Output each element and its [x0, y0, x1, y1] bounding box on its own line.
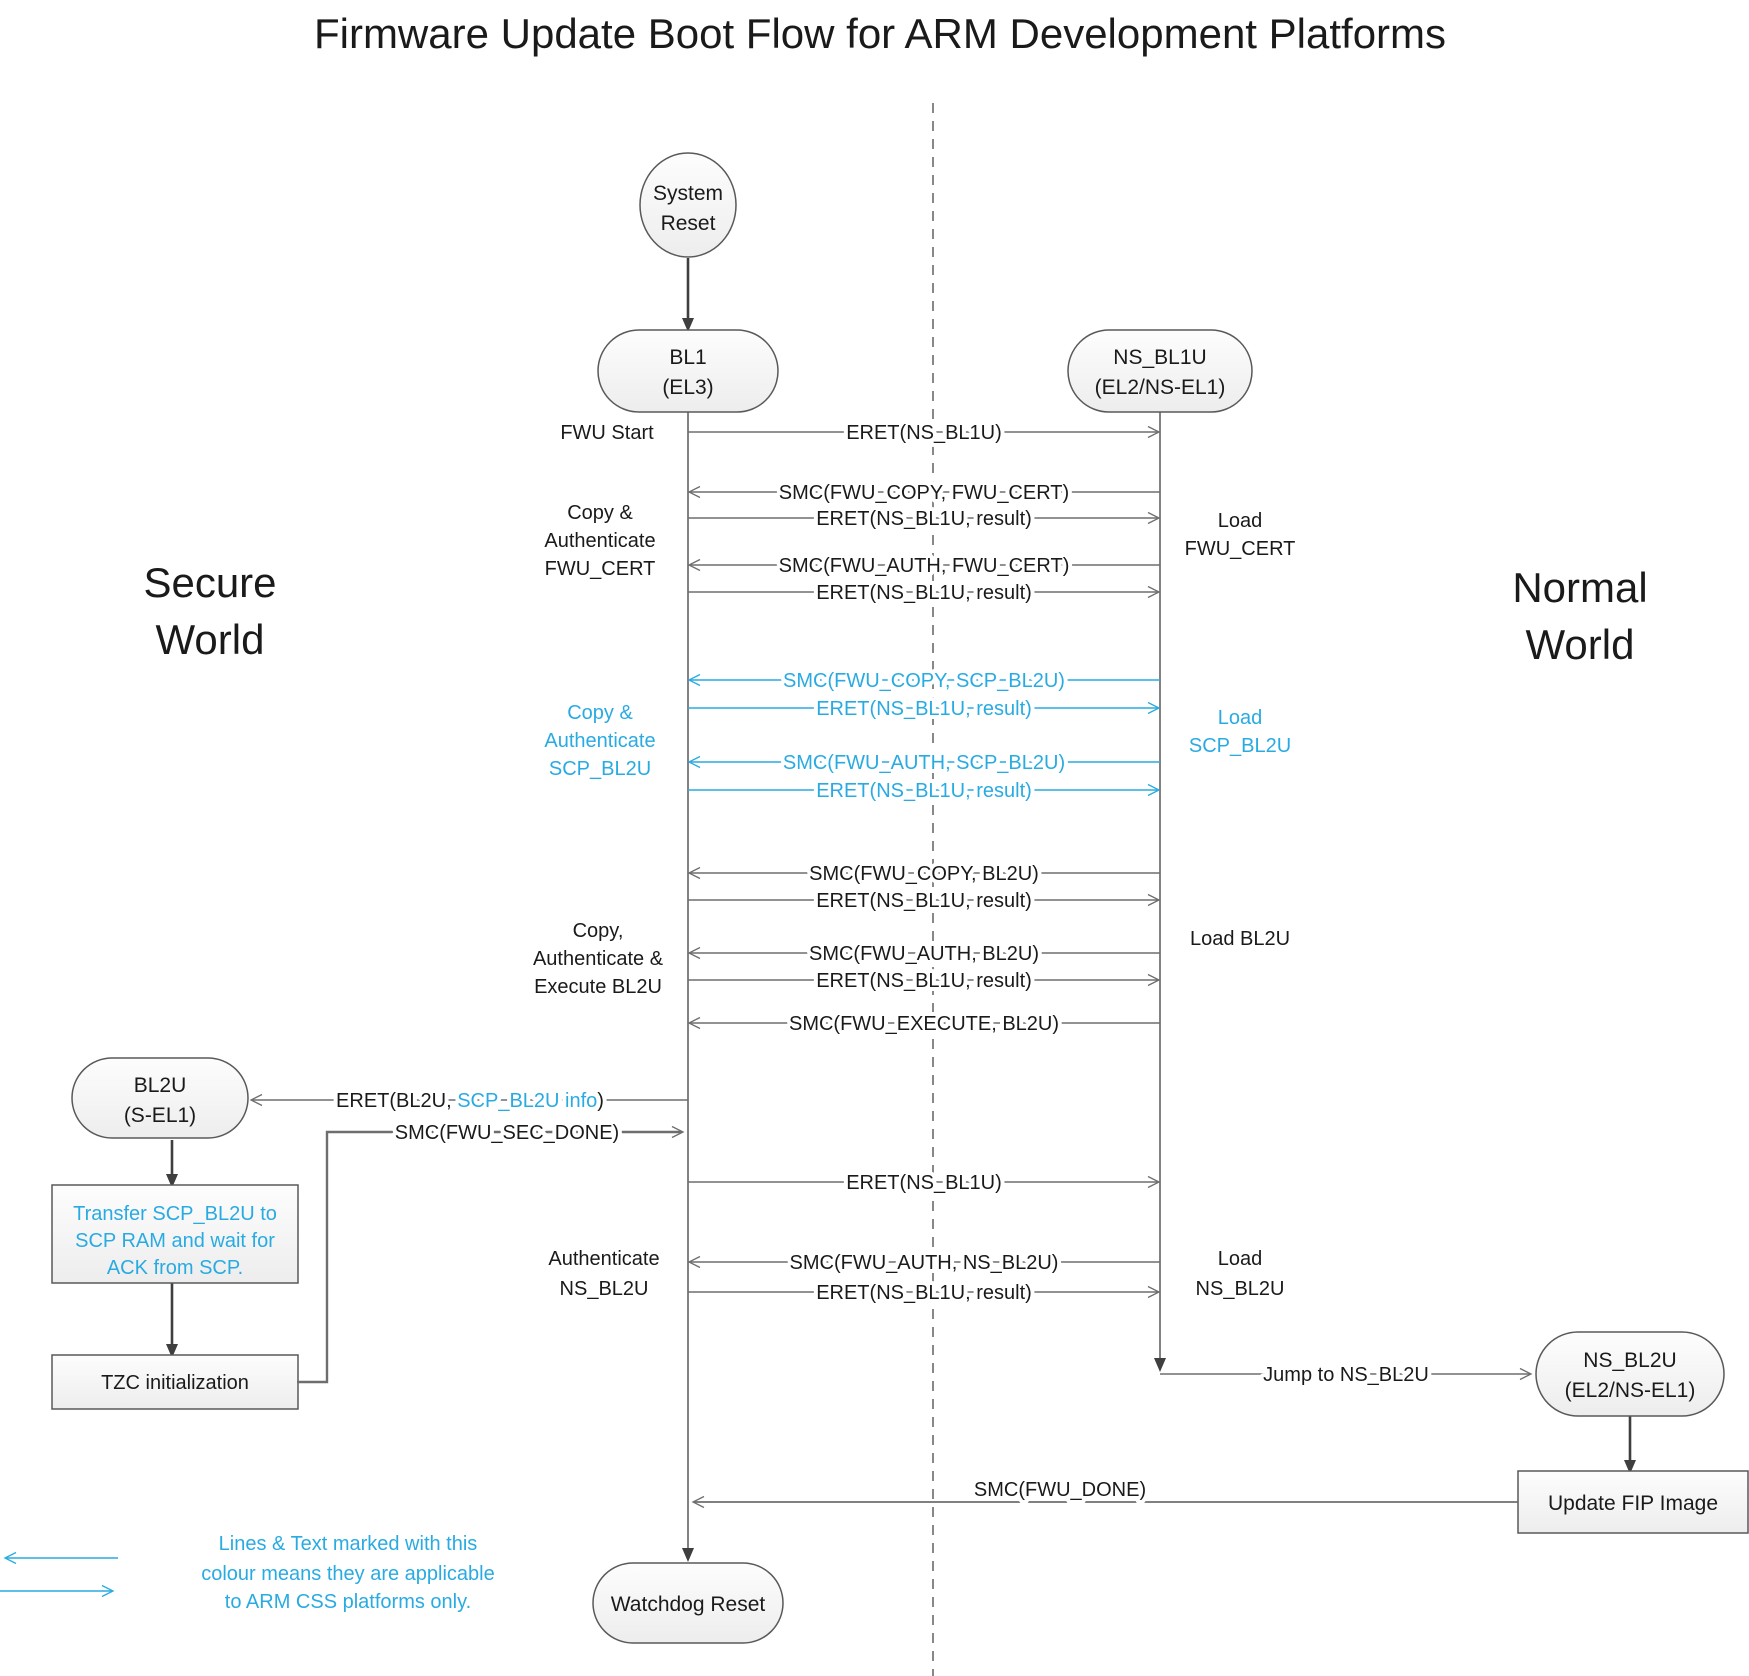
- smc-fwu-done-arrow-label: SMC(FWU_DONE): [974, 1479, 1146, 1501]
- node-bl2u: [71, 1057, 249, 1139]
- message-label: SMC(FWU_COPY, FWU_CERT): [779, 482, 1069, 504]
- node-bl1-label: (EL3): [662, 376, 713, 399]
- message-label: ERET(NS_BL1U, result): [816, 890, 1032, 912]
- message-label: ERET(NS_BL1U): [846, 1172, 1002, 1194]
- svg-text:Secure: Secure: [143, 559, 276, 606]
- load-ns-bl2u-label: NS_BL2U: [1196, 1278, 1285, 1300]
- message-label: SMC(FWU_COPY, BL2U): [809, 863, 1039, 885]
- node-bl2u-label: (S-EL1): [124, 1104, 196, 1127]
- node-transfer-scp-bl2u-label: ACK from SCP.: [107, 1257, 243, 1279]
- eret-bl2u-arrow-label: ERET(BL2U, SCP_BL2U info): [336, 1090, 604, 1112]
- copy-auth-fwu-cert-label: Copy &: [567, 502, 633, 524]
- message-label: ERET(NS_BL1U, result): [816, 970, 1032, 992]
- node-ns-bl1u: [1067, 329, 1253, 413]
- node-system-reset: [639, 152, 737, 258]
- load-fwu-cert-label: FWU_CERT: [1185, 538, 1296, 560]
- node-transfer-scp-bl2u: [51, 1184, 299, 1284]
- node-transfer-scp-bl2u-label: Transfer SCP_BL2U to: [73, 1203, 277, 1225]
- message-label: SMC(FWU_AUTH, NS_BL2U): [790, 1252, 1059, 1274]
- node-update-fip-image-label: Update FIP Image: [1548, 1492, 1718, 1515]
- copy-auth-exec-bl2u-label: Authenticate &: [533, 948, 664, 970]
- message-label: SMC(FWU_AUTH, FWU_CERT): [779, 555, 1070, 577]
- svg-text:Normal: Normal: [1512, 564, 1647, 611]
- message-label: ERET(NS_BL1U, result): [816, 780, 1032, 802]
- message-label: ERET(NS_BL1U, result): [816, 1282, 1032, 1304]
- smc-fwu-sec-done-arrow: [297, 1125, 685, 1384]
- legend: Lines & Text marked with this colour mea…: [201, 1533, 495, 1613]
- authenticate-ns-bl2u-label: NS_BL2U: [560, 1278, 649, 1300]
- svg-text:World: World: [156, 616, 265, 663]
- page-title: Firmware Update Boot Flow for ARM Develo…: [314, 10, 1446, 57]
- message-label: SMC(FWU_EXECUTE, BL2U): [789, 1013, 1059, 1035]
- message-label: SMC(FWU_COPY, SCP_BL2U): [783, 670, 1065, 692]
- message-label: ERET(NS_BL1U, result): [816, 698, 1032, 720]
- legend-line: colour means they are applicable: [201, 1563, 495, 1585]
- node-system-reset-label: Reset: [661, 212, 716, 235]
- copy-auth-fwu-cert-label: FWU_CERT: [545, 558, 656, 580]
- node-ns-bl1u-label: (EL2/NS-EL1): [1095, 376, 1226, 399]
- node-system-reset-label: System: [653, 182, 723, 205]
- copy-auth-exec-bl2u-label: Copy,: [573, 920, 624, 942]
- node-watchdog-reset-label: Watchdog Reset: [611, 1593, 766, 1616]
- smc-fwu-sec-done-arrow-label: SMC(FWU_SEC_DONE): [395, 1122, 619, 1144]
- node-watchdog-reset: [592, 1562, 784, 1644]
- legend-line: to ARM CSS platforms only.: [225, 1591, 471, 1613]
- load-scp-bl2u-label: Load: [1218, 707, 1263, 729]
- copy-auth-scp-bl2u-label: SCP_BL2U: [549, 758, 651, 780]
- load-fwu-cert-label: Load: [1218, 510, 1263, 532]
- authenticate-ns-bl2u-label: Authenticate: [548, 1248, 659, 1270]
- node-bl2u-label: BL2U: [134, 1074, 187, 1097]
- node-ns-bl2u: [1535, 1331, 1725, 1417]
- node-update-fip-image: [1517, 1470, 1749, 1534]
- copy-auth-fwu-cert-label: Authenticate: [544, 530, 655, 552]
- svg-text:World: World: [1526, 621, 1635, 668]
- load-scp-bl2u-label: SCP_BL2U: [1189, 735, 1291, 757]
- jump-to-ns-bl2u-arrow-label: Jump to NS_BL2U: [1263, 1364, 1429, 1386]
- load-ns-bl2u-label: Load: [1218, 1248, 1263, 1270]
- node-transfer-scp-bl2u-label: SCP RAM and wait for: [75, 1230, 275, 1252]
- load-bl2u-label: Load BL2U: [1190, 928, 1290, 950]
- message-label: SMC(FWU_AUTH, BL2U): [809, 943, 1039, 965]
- legend-line: Lines & Text marked with this: [219, 1533, 478, 1555]
- fwu-start-label: FWU Start: [560, 422, 654, 444]
- node-ns-bl1u-label: NS_BL1U: [1113, 346, 1206, 369]
- node-ns-bl2u-label: (EL2/NS-EL1): [1565, 1379, 1696, 1402]
- secure-world-label: Secure World: [143, 559, 276, 663]
- node-bl1: [597, 329, 779, 413]
- node-tzc-initialization-label: TZC initialization: [101, 1372, 249, 1394]
- copy-auth-scp-bl2u-label: Authenticate: [544, 730, 655, 752]
- normal-world-label: Normal World: [1512, 564, 1647, 668]
- message-label: ERET(NS_BL1U, result): [816, 582, 1032, 604]
- message-label: ERET(NS_BL1U, result): [816, 508, 1032, 530]
- copy-auth-exec-bl2u-label: Execute BL2U: [534, 976, 662, 998]
- copy-auth-scp-bl2u-label: Copy &: [567, 702, 633, 724]
- node-bl1-label: BL1: [669, 346, 706, 369]
- message-label: SMC(FWU_AUTH, SCP_BL2U): [783, 752, 1065, 774]
- node-ns-bl2u-label: NS_BL2U: [1583, 1349, 1676, 1372]
- message-label: ERET(NS_BL1U): [846, 422, 1002, 444]
